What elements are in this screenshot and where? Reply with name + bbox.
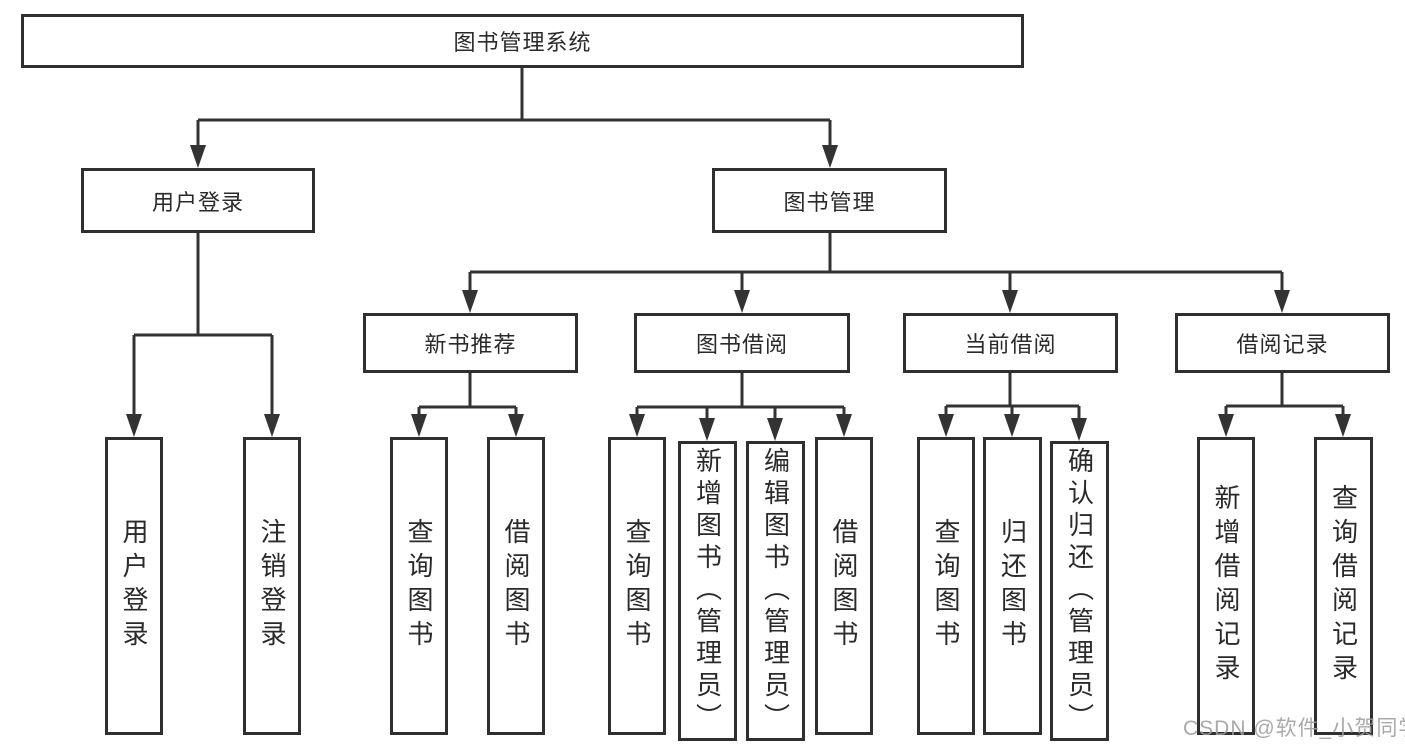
- leaf-return-books-label: 归还图书: [997, 518, 1028, 654]
- leaf-add-book-admin-label: 新增图书（管理员）: [692, 447, 723, 735]
- leaf-return-books: 归还图书: [983, 437, 1042, 735]
- leaf-confirm-return-admin: 确认归还（管理员）: [1050, 441, 1109, 741]
- watermark-text: CSDN @软件_小贺同学: [1183, 717, 1405, 740]
- leaf-borrow-books-2-label: 借阅图书: [829, 518, 859, 654]
- node-library-management-system-label: 图书管理系统: [453, 30, 592, 55]
- leaf-query-books-3-label: 查询图书: [931, 518, 961, 654]
- leaf-query-borrow-record-label: 查询借阅记录: [1328, 484, 1359, 688]
- leaf-borrow-books-2: 借阅图书: [815, 437, 873, 735]
- node-user-login: 用户登录: [81, 168, 315, 233]
- leaf-add-book-admin: 新增图书（管理员）: [678, 441, 737, 741]
- leaf-confirm-return-admin-label: 确认归还（管理员）: [1064, 447, 1095, 735]
- node-current-borrowing: 当前借阅: [903, 313, 1118, 373]
- node-book-management-label: 图书管理: [783, 189, 876, 215]
- leaf-borrow-books-1-label: 借阅图书: [501, 518, 531, 654]
- leaf-add-borrow-record: 新增借阅记录: [1197, 437, 1255, 735]
- leaf-logout-label: 注销登录: [257, 518, 287, 654]
- leaf-logout: 注销登录: [243, 437, 301, 735]
- leaf-query-borrow-record: 查询借阅记录: [1314, 437, 1373, 735]
- leaf-add-borrow-record-label: 新增借阅记录: [1211, 484, 1241, 688]
- node-book-management: 图书管理: [712, 168, 947, 233]
- leaf-user-login: 用户登录: [105, 437, 163, 735]
- leaf-user-login-label: 用户登录: [119, 518, 149, 654]
- node-borrowing-records-label: 借阅记录: [1236, 332, 1329, 357]
- leaf-query-books-1: 查询图书: [390, 437, 448, 735]
- leaf-query-books-2: 查询图书: [608, 437, 666, 735]
- node-book-borrowing-label: 图书借阅: [695, 332, 788, 357]
- node-book-borrowing: 图书借阅: [634, 313, 850, 373]
- leaf-edit-book-admin: 编辑图书（管理员）: [746, 441, 805, 741]
- leaf-query-books-2-label: 查询图书: [622, 518, 652, 654]
- node-library-management-system: 图书管理系统: [21, 14, 1024, 68]
- node-user-login-label: 用户登录: [151, 189, 244, 215]
- node-current-borrowing-label: 当前借阅: [964, 332, 1057, 357]
- leaf-query-books-1-label: 查询图书: [404, 518, 434, 654]
- node-new-book-recommendation: 新书推荐: [363, 313, 578, 373]
- leaf-edit-book-admin-label: 编辑图书（管理员）: [760, 447, 791, 735]
- leaf-borrow-books-1: 借阅图书: [487, 437, 545, 735]
- leaf-query-books-3: 查询图书: [917, 437, 975, 735]
- node-borrowing-records: 借阅记录: [1175, 313, 1390, 373]
- node-new-book-recommendation-label: 新书推荐: [424, 332, 517, 357]
